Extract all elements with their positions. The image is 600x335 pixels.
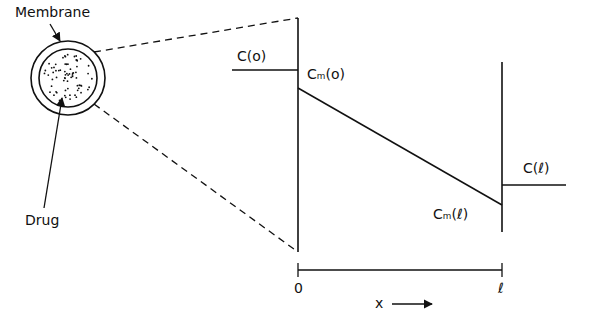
drug-particle [55, 91, 57, 93]
drug-particle [66, 73, 68, 75]
axis-tick-label: 0 [293, 280, 304, 296]
drug-particle [65, 74, 67, 76]
drug-particle [52, 79, 54, 81]
concentration-label: Cₘ(ℓ) [432, 206, 469, 222]
drug-particle [87, 89, 89, 91]
axis-label: x [374, 295, 384, 311]
drug-particle [53, 94, 55, 96]
drug-particle [51, 67, 53, 69]
drug-particle [78, 84, 80, 86]
membrane-gradient [298, 88, 502, 205]
drug-particle [75, 59, 77, 61]
concentration-label: C(ℓ) [522, 160, 550, 176]
drug-particle [76, 60, 78, 62]
drug-particle [88, 86, 90, 88]
zoom-line [94, 18, 298, 52]
concentration-label: Cₘ(o) [306, 66, 346, 82]
drug-particle [51, 85, 53, 87]
drug-particle [49, 91, 51, 93]
membrane-face [297, 18, 299, 252]
drug-particle [78, 87, 80, 89]
scale-tick [297, 263, 298, 277]
drug-particle [52, 72, 54, 74]
drug-particle [69, 98, 71, 100]
drug-particle [55, 63, 57, 65]
drug-particle [47, 74, 49, 76]
drug-particle [65, 96, 67, 98]
drug-particles [44, 54, 93, 101]
drug-particle [44, 73, 46, 75]
drug-particle [44, 70, 46, 72]
direction-arrow [392, 303, 432, 304]
drug-particle [65, 90, 67, 92]
drug-particle [64, 77, 66, 79]
drug-particle [55, 70, 57, 72]
drug-particle [75, 55, 77, 57]
drug-leader [44, 98, 62, 208]
drug-particle [72, 72, 74, 74]
concentration-label: C(o) [236, 48, 267, 64]
drug-particle [76, 66, 78, 68]
drug-particle [62, 57, 64, 59]
axis-tick-label: ℓ [497, 280, 505, 296]
drug-particle [80, 92, 82, 94]
drug-particle [64, 95, 66, 97]
scale-tick [501, 263, 502, 277]
drug-particle [67, 74, 69, 76]
drug-particle [64, 55, 66, 57]
drug-particle [77, 89, 79, 91]
drug-particle [65, 56, 67, 58]
drug-particle [64, 71, 66, 73]
drug-particle [58, 70, 60, 72]
drug-particle [67, 88, 69, 90]
drug-core [39, 49, 97, 107]
thickness-scale [298, 269, 502, 270]
membrane-face [501, 62, 503, 232]
drug-particle [77, 85, 79, 87]
drug-particle [87, 73, 89, 75]
drug-particle [76, 59, 78, 61]
drug-particle [72, 72, 74, 74]
drug-particle [75, 96, 77, 98]
drug-particle [56, 76, 58, 78]
drug-particle [81, 85, 83, 87]
drug-particle [64, 77, 66, 79]
drug-particle [66, 63, 68, 65]
drug-particle [80, 58, 82, 60]
drug-particle [91, 78, 93, 80]
drug-particle [59, 99, 61, 101]
drug-particle [48, 63, 50, 65]
zoom-line [94, 104, 298, 252]
drug-particle [70, 68, 72, 70]
drug-particle [69, 94, 71, 96]
drug-particle [76, 77, 78, 79]
drug-particle [75, 71, 77, 73]
drug-particle [72, 75, 74, 77]
part-name: Drug [24, 212, 60, 228]
drug-particle [74, 94, 76, 96]
membrane-ring [31, 41, 105, 115]
donor-concentration [232, 69, 298, 71]
drug-particle [63, 80, 65, 82]
drug-particle [88, 65, 90, 67]
drug-particle [74, 56, 76, 58]
receptor-concentration [502, 184, 566, 186]
drug-particle [53, 66, 55, 68]
drug-particle [67, 54, 69, 56]
drug-particle [67, 80, 69, 82]
drug-particle [56, 92, 58, 94]
membrane-leader [50, 24, 60, 41]
drug-particle [80, 84, 82, 86]
part-name: Membrane [14, 4, 91, 20]
